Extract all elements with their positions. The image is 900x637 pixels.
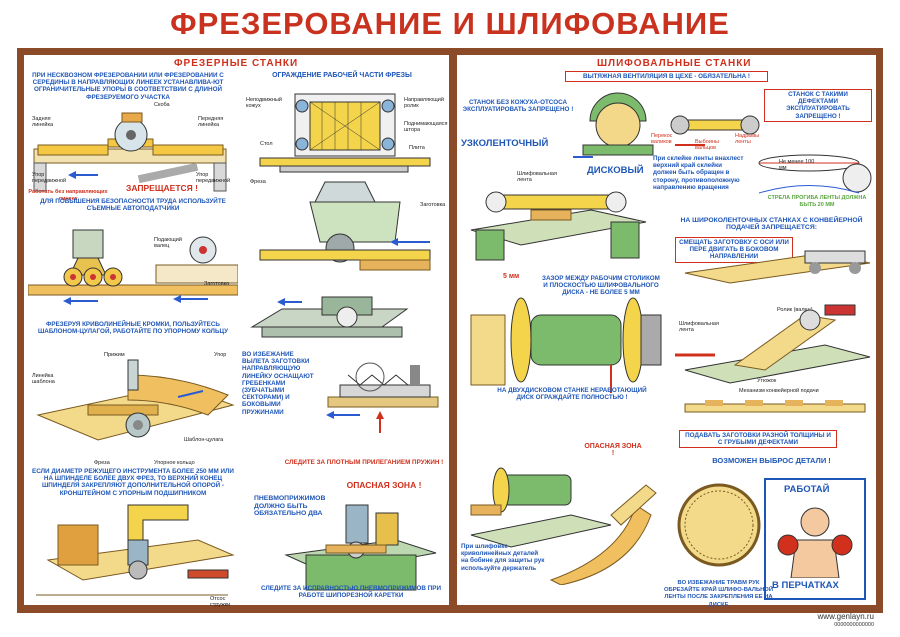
gap-caption: ЗАЗОР МЕЖДУ РАБОЧИМ СТОЛИКОМ И ПЛОСКОСТЬ… — [542, 275, 660, 297]
label-belt-tears: Надрывы ленты — [735, 133, 760, 145]
combs-detail-illustration — [326, 362, 439, 433]
trim-edge-caption: ВО ИЗБЕЖАНИЕ ТРАВМ РУК ОБРЕЗАЙТЕ КРАЙ ШЛ… — [664, 580, 773, 608]
pneumatic-check-caption: СЛЕДИТЕ ЗА ИСПРАВНОСТЬЮ ПНЕВМОПРИЖИМОВ П… — [261, 585, 441, 600]
label-cutter: Фреза — [250, 179, 266, 185]
belt-defects-illustration — [670, 115, 760, 146]
min-length-label: Не менее 100 мм — [779, 159, 815, 171]
milling-panel: ФРЕЗЕРНЫЕ СТАНКИ ПРИ НЕСКВОЗНОМ ФРЕЗЕРОВ… — [24, 55, 449, 608]
footer: www.genlayn.ru 0000000000000 — [818, 612, 874, 630]
pneumatic-two-caption: ПНЕВМОПРИЖИМОВ ДОЛЖНО БЫТЬ ОБЯЗАТЕЛЬНО Д… — [254, 495, 326, 518]
disc-top-illustration — [573, 92, 654, 158]
splice-illustration — [758, 154, 872, 194]
label-chip-exhaust: Отсос стружки — [210, 596, 231, 608]
boxer-illustration — [777, 507, 853, 578]
narrow-belt-title: УЗКОЛЕНТОЧНЫЙ — [461, 138, 549, 149]
disc-edge-illustration — [677, 483, 761, 567]
poster-title: ФРЕЗЕРОВАНИЕ И ШЛИФОВАНИЕ — [170, 6, 730, 41]
narrow-belt-illustration — [470, 191, 647, 261]
label-template-ruler: Линейка шаблона — [32, 373, 55, 385]
template-caption: ФРЕЗЕРУЯ КРИВОЛИНЕЙНЫЕ КРОМКИ, ПОЛЬЗУЙТЕ… — [37, 321, 229, 336]
grinding-panel: ШЛИФОВАЛЬНЫЕ СТАНКИ ВЫТЯЖНАЯ ВЕНТИЛЯЦИЯ … — [457, 55, 876, 608]
guard-caption: ОГРАЖДЕНИЕ РАБОЧЕЙ ЧАСТИ ФРЕЗЫ — [272, 72, 412, 79]
guard-illustration — [259, 93, 431, 271]
milling-section-title: ФРЕЗЕРНЫЕ СТАНКИ — [174, 58, 299, 69]
label-stop-right: Упор передвижной — [196, 172, 231, 184]
label-stop-left: Упор передвижной — [32, 172, 67, 184]
footer-site[interactable]: www.genlayn.ru — [817, 612, 874, 621]
label-front-ruler: Передняя линейка — [198, 116, 224, 128]
ejection-caption: ВОЗМОЖЕН ВЫБРОС ДЕТАЛИ ! — [712, 456, 831, 465]
pneumatic-illustration — [284, 504, 437, 591]
gloves-box: РАБОТАЙ В ПЕРЧАТКАХ — [764, 478, 866, 600]
milling-stops-illustration — [33, 112, 227, 192]
grinding-section-title: ШЛИФОВАЛЬНЫЕ СТАНКИ — [597, 58, 752, 69]
bracket-caption: ЕСЛИ ДИАМЕТР РЕЖУЩЕГО ИНСТРУМЕНТА БОЛЕЕ … — [32, 468, 234, 497]
label-roller-skew: Перекос валиков — [651, 133, 673, 145]
label-clamp: Прижим — [104, 352, 125, 358]
footer-code: 0000000000000 — [834, 622, 874, 628]
label-autofeed-workpiece: Заготовка — [204, 281, 230, 287]
label-fixed-casing: Неподвижный кожух — [246, 97, 282, 109]
label-wide-belt: Шлифовальная лента — [679, 321, 719, 333]
defects-caption: СТАНОК С ТАКИМИ ДЕФЕКТАМИ ЭКСПЛУАТИРОВАТ… — [764, 89, 872, 122]
template-illustration — [36, 359, 235, 441]
double-disc-illustration — [470, 297, 662, 393]
milling-stops-caption: ПРИ НЕСКВОЗНОМ ФРЕЗЕРОВАНИИ ИЛИ ФРЕЗЕРОВ… — [32, 72, 224, 101]
idle-disc-caption: НА ДВУХДИСКОВОМ СТАНКЕ НЕРАБОТАЮЩИЙ ДИСК… — [497, 387, 647, 402]
label-template-cutter: Фреза — [94, 460, 110, 466]
label-bracket: Скоба — [154, 102, 170, 108]
combs-machine-illustration — [250, 296, 409, 338]
no-casing-caption: СТАНОК БЕЗ КОЖУХА-ОТСОСА ЭКСПЛУАТИРОВАТЬ… — [462, 99, 574, 114]
ventilation-caption: ВЫТЯЖНАЯ ВЕНТИЛЯЦИЯ В ЦЕХЕ - ОБЯЗАТЕЛЬНА… — [565, 71, 768, 83]
label-template-caul: Шаблон-цулага — [184, 437, 224, 443]
conveyor-bottom-illustration — [684, 400, 866, 413]
label-roller: Ролик (валец) — [777, 307, 813, 313]
label-guide-roller: Направляющий ролик — [404, 97, 444, 109]
gloves-caption: В ПЕРЧАТКАХ — [772, 580, 839, 591]
label-roller-dents: Выбоины вальцов — [695, 139, 719, 151]
bracket-illustration — [36, 504, 235, 596]
gap-mm-label: 5 мм — [503, 273, 520, 280]
conveyor-caption: НА ШИРОКОЛЕНТОЧНЫХ СТАНКАХ С КОНВЕЙЕРНОЙ… — [680, 217, 863, 232]
splice-caption: При склейке ленты внахлест верхний край … — [653, 155, 744, 191]
label-thrust-ring: Упорное кольцо — [154, 460, 195, 466]
thickness-caption: ПОДАВАТЬ ЗАГОТОВКИ РАЗНОЙ ТОЛЩИНЫ И С ГР… — [679, 430, 837, 449]
conveyor-mid-illustration — [675, 304, 871, 384]
label-plate: Плита — [409, 145, 425, 151]
springs-caption: СЛЕДИТЕ ЗА ПЛОТНЫМ ПРИЛЕГАНИЕМ ПРУЖИН ! — [284, 459, 444, 466]
no-rulers-caption: Работать без направляющих линеек — [28, 189, 108, 203]
autofeeder-illustration — [28, 229, 238, 305]
pneumatic-danger-caption: ОПАСНАЯ ЗОНА ! — [346, 480, 422, 490]
holder-caption: При шлифовке криволинейных деталей на бо… — [461, 543, 545, 572]
label-iron: Утюжок — [757, 378, 777, 384]
conveyor-shift-caption: СМЕЩАТЬ ЗАГОТОВКУ С ОСИ ИЛИ ПЕРЕ ДВИГАТЬ… — [675, 237, 793, 263]
bobbin-illustration — [470, 467, 657, 585]
conveyor-top-illustration — [684, 250, 871, 284]
combs-caption: ВО ИЗБЕЖАНИЕ ВЫЛЕТА ЗАГОТОВКИ НАПРАВЛЯЮЩ… — [242, 351, 314, 416]
label-lifting-shutter: Поднимающаяся штора — [404, 121, 448, 133]
forbidden-caption: ЗАПРЕЩАЕТСЯ ! — [126, 183, 198, 193]
disc-title: ДИСКОВЫЙ — [587, 165, 644, 176]
label-rear-ruler: Задняя линейка — [32, 116, 54, 128]
label-sanding-belt: Шлифовальная лента — [517, 171, 557, 183]
label-workpiece: Заготовка — [420, 202, 446, 208]
label-feed-mechanism: Механизм конвейерной подачи — [739, 388, 819, 394]
label-table: Стол — [260, 141, 273, 147]
label-feed-roller: Подающий валец — [154, 237, 182, 249]
label-stop: Упор — [214, 352, 227, 358]
sag-caption: Стрела прогиба ленты должна быть 20 мм — [767, 195, 867, 209]
autofeeder-caption: ДЛЯ ПОВЫШЕНИЯ БЕЗОПАСНОСТИ ТРУДА ИСПОЛЬЗ… — [40, 198, 226, 213]
gloves-work-title: РАБОТАЙ — [784, 484, 830, 495]
bobbin-danger-caption: ОПАСНАЯ ЗОНА ! — [584, 443, 642, 458]
